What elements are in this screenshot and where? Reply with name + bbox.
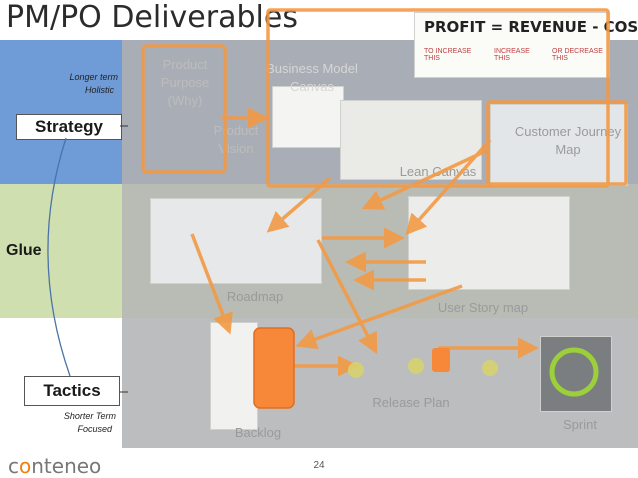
product-purpose-frame [141, 44, 227, 174]
customer-journey-frame [486, 100, 628, 186]
tactics-note-line2: Focused [77, 424, 112, 434]
business-model-frame [266, 8, 610, 188]
user-story-map-thumbnail [408, 196, 570, 290]
release-dot-2 [408, 358, 424, 374]
profit-note-decrease: OR DECREASE THIS [552, 48, 603, 62]
roadmap-thumbnail [150, 198, 322, 284]
backlog-label: Backlog [234, 425, 282, 440]
profit-note-increase: INCREASE THIS [494, 48, 530, 62]
sprint-label: Sprint [563, 417, 597, 432]
release-block [432, 348, 450, 372]
glue-band [0, 184, 122, 318]
customer-journey-thumbnail [490, 104, 628, 186]
glue-label: Glue [6, 242, 42, 259]
product-vision-line2: Vision [218, 141, 254, 156]
business-model-canvas-thumbnail [272, 86, 344, 148]
customer-journey-map-line2: Map [555, 142, 581, 157]
release-dot-3 [482, 360, 498, 376]
whiteboard-thumbnail [414, 12, 610, 78]
journey-to-usm-arrow [405, 138, 492, 236]
logo-suffix: nteneo [31, 454, 102, 478]
strategy-note-line2: Holistic [84, 85, 114, 95]
release-plan-label: Release Plan [372, 395, 450, 410]
page-number: 24 [313, 460, 325, 471]
lean-canvas-thumbnail [340, 100, 482, 180]
user-story-map-label: User Story map [437, 300, 529, 315]
roadmap-to-backlog-arrow [190, 233, 233, 335]
usm-to-backlog-arrow [295, 284, 463, 350]
frame-to-roadmap-arrow [266, 176, 332, 233]
tactics-note-line1: Shorter Term [63, 411, 116, 421]
customer-journey-map-line1: Customer Journey [514, 124, 622, 139]
slide-title: PM/PO Deliverables [6, 0, 298, 35]
product-purpose-line2: Purpose [160, 75, 210, 90]
roadmap-label: Roadmap [226, 289, 284, 304]
sprint-cycle [549, 347, 599, 397]
strategy-label: Strategy [16, 114, 122, 140]
journey-to-lean-arrow [361, 148, 489, 210]
business-model-canvas-line2: Canvas [289, 79, 335, 94]
roadmap-to-release-arrow [316, 239, 378, 355]
logo-mark: o [19, 454, 32, 478]
product-purpose-line1: Product [162, 57, 208, 72]
profit-note-increase-this: TO INCREASE THIS [424, 48, 472, 62]
strategy-note-line1: Longer term [69, 72, 118, 82]
logo-prefix: c [8, 454, 19, 478]
strategy-band [0, 40, 122, 184]
product-purpose-line3: (Why) [167, 93, 203, 108]
business-model-canvas-line1: Business Model [266, 61, 358, 76]
tactics-label: Tactics [24, 376, 120, 406]
release-dot-1 [348, 362, 364, 378]
backlog-thumbnail [210, 322, 258, 430]
profit-equation: PROFIT = REVENUE - COST [424, 18, 638, 36]
backlog-block [253, 327, 295, 409]
conteneo-logo: conteneo [8, 454, 101, 478]
